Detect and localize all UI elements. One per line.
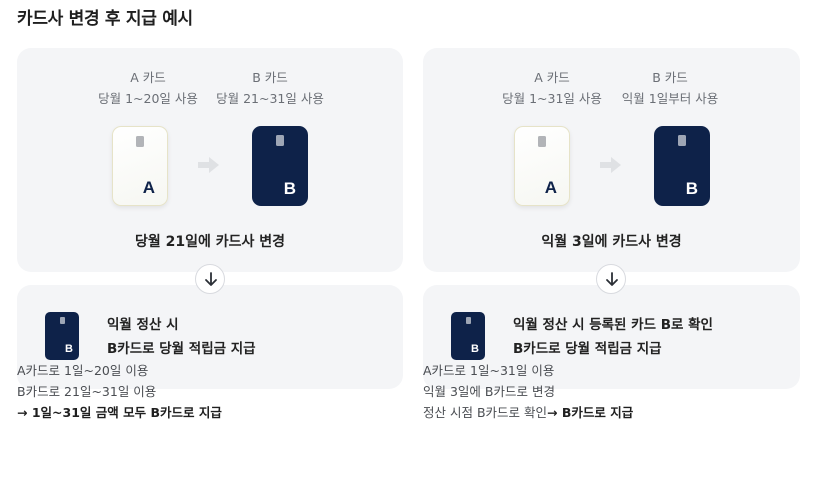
arrow-right-icon [600, 157, 621, 173]
card-chip-icon [136, 136, 144, 147]
card-b-period: 당월 21~31일 사용 [216, 91, 324, 106]
note-line: B카드로 21일~31일 이용 [17, 384, 157, 399]
card-b: B [654, 126, 710, 206]
card-a-period: 당월 1~20일 사용 [98, 91, 198, 106]
card-a-label: A 카드 당월 1~31일 사용 [487, 67, 617, 109]
payment-description: 익월 정산 시 등록된 카드 B로 확인 B카드로 당월 적립금 지급 [513, 313, 713, 361]
payment-panel: B 익월 정산 시 등록된 카드 B로 확인 B카드로 당월 적립금 지급 [423, 285, 800, 389]
example-notes-right: A카드로 1일~31일 이용 익월 3일에 B카드로 변경 정산 시점 B카드로… [423, 360, 633, 423]
card-change-panel: A 카드 당월 1~20일 사용 B 카드 당월 21~31일 사용 A B 당… [17, 48, 403, 272]
payment-panel: B 익월 정산 시 B카드로 당월 적립금 지급 [17, 285, 403, 389]
card-chip-icon [678, 135, 686, 146]
payment-line-2: B카드로 당월 적립금 지급 [107, 341, 256, 357]
arrow-right-icon [198, 157, 219, 173]
note-line: A카드로 1일~20일 이용 [17, 363, 149, 378]
payment-line-1: 익월 정산 시 [107, 317, 179, 333]
step-arrow-down [596, 264, 626, 294]
card-a-name: A 카드 [534, 70, 570, 85]
payment-description: 익월 정산 시 B카드로 당월 적립금 지급 [107, 313, 256, 361]
card-chip-icon [538, 136, 546, 147]
note-line: A카드로 1일~31일 이용 [423, 363, 555, 378]
result-line: 정산 시점 B카드로 확인→ B카드로 지급 [423, 402, 633, 423]
card-b: B [252, 126, 308, 206]
change-caption: 익월 3일에 카드사 변경 [541, 234, 682, 250]
card-chip-icon [59, 317, 65, 324]
note-line: 익월 3일에 B카드로 변경 [423, 384, 555, 399]
card-b-letter: B [685, 179, 698, 198]
card-a: A [514, 126, 570, 206]
payment-line-2: B카드로 당월 적립금 지급 [513, 341, 662, 357]
arrow-down-icon [606, 272, 618, 286]
payment-line-1: 익월 정산 시 등록된 카드 B로 확인 [513, 317, 713, 333]
card-a-name: A 카드 [130, 70, 166, 85]
card-b-name: B 카드 [652, 70, 688, 85]
card-a-letter: A [142, 178, 155, 197]
card-b-letter: B [283, 179, 296, 198]
example-notes-left: A카드로 1일~20일 이용 B카드로 21일~31일 이용 → 1일~31일 … [17, 360, 222, 423]
card-b-label: B 카드 당월 21~31일 사용 [205, 67, 335, 109]
result-strong: → B카드로 지급 [547, 405, 634, 420]
payment-card-letter: B [471, 343, 479, 355]
card-a-period: 당월 1~31일 사용 [502, 91, 602, 106]
card-change-panel: A 카드 당월 1~31일 사용 B 카드 익월 1일부터 사용 A B 익월 … [423, 48, 800, 272]
card-a-letter: A [544, 178, 557, 197]
step-arrow-down [195, 264, 225, 294]
card-a-label: A 카드 당월 1~20일 사용 [83, 67, 213, 109]
payment-card: B [45, 312, 79, 360]
card-b-name: B 카드 [252, 70, 288, 85]
example-next-month-change: A 카드 당월 1~31일 사용 B 카드 익월 1일부터 사용 A B 익월 … [423, 48, 800, 389]
arrow-down-icon [205, 272, 217, 286]
card-chip-icon [276, 135, 284, 146]
payment-card: B [451, 312, 485, 360]
card-chip-icon [465, 317, 471, 324]
payment-card-letter: B [65, 343, 73, 355]
card-b-period: 익월 1일부터 사용 [621, 91, 719, 106]
result-line: → 1일~31일 금액 모두 B카드로 지급 [17, 402, 222, 423]
page-title: 카드사 변경 후 지급 예시 [17, 9, 193, 29]
result-prefix: 정산 시점 B카드로 확인 [423, 405, 547, 420]
card-b-label: B 카드 익월 1일부터 사용 [605, 67, 735, 109]
change-caption: 당월 21일에 카드사 변경 [134, 234, 286, 250]
result-strong: → 1일~31일 금액 모두 B카드로 지급 [17, 405, 222, 420]
card-a: A [112, 126, 168, 206]
example-same-month-change: A 카드 당월 1~20일 사용 B 카드 당월 21~31일 사용 A B 당… [17, 48, 403, 389]
